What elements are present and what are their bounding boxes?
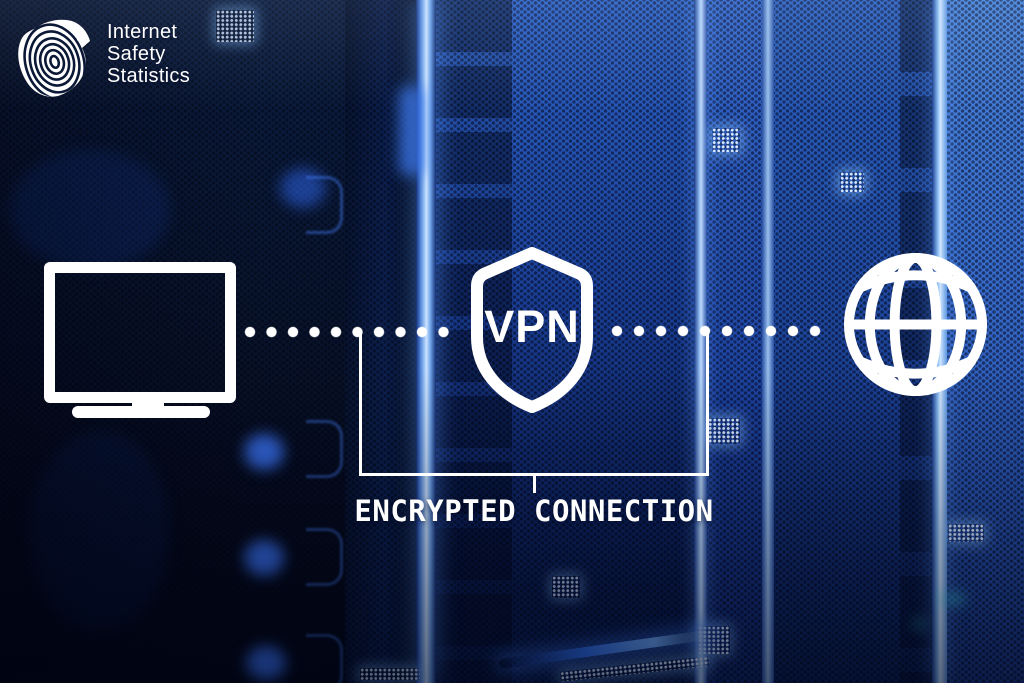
brand-name: Internet Safety Statistics <box>107 21 190 87</box>
encrypted-connection-caption: ENCRYPTED CONNECTION <box>354 494 714 528</box>
brand-line-3: Statistics <box>107 65 191 87</box>
vpn-shield-label: VPN <box>484 301 580 352</box>
brand-line-2: Safety <box>107 43 166 65</box>
fingerprint-shield-icon <box>11 13 90 101</box>
monitor-stand-base <box>72 406 210 418</box>
bracket-center-tick <box>533 476 536 493</box>
globe-icon <box>843 252 988 397</box>
vpn-shield-icon: VPN <box>471 247 593 413</box>
monitor-icon <box>44 262 236 403</box>
bracket-bottom-line <box>359 473 709 476</box>
brand-line-1: Internet <box>107 21 178 43</box>
bracket-right-line <box>706 333 709 475</box>
bracket-left-line <box>359 333 362 475</box>
dotted-link-vpn-to-internet <box>611 325 829 337</box>
dotted-link-client-to-vpn <box>244 326 457 338</box>
monitor-stand-neck <box>132 401 164 410</box>
